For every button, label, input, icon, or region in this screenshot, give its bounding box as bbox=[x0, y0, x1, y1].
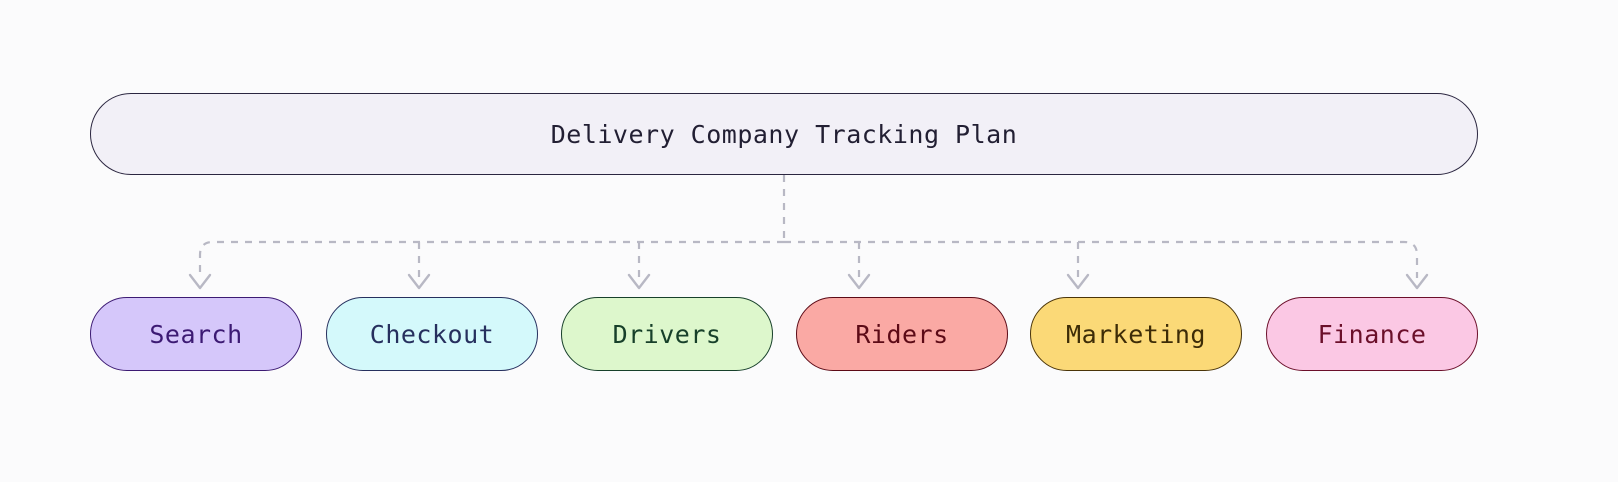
child-node-search[interactable]: Search bbox=[90, 297, 302, 371]
arrowhead-icon-riders bbox=[847, 273, 871, 290]
root-node-label: Delivery Company Tracking Plan bbox=[550, 119, 1018, 149]
arrowhead-icon-drivers bbox=[627, 273, 651, 290]
arrowhead-icon-finance bbox=[1405, 273, 1429, 290]
child-node-label-marketing: Marketing bbox=[1066, 319, 1206, 349]
child-node-finance[interactable]: Finance bbox=[1266, 297, 1478, 371]
child-node-label-drivers: Drivers bbox=[612, 319, 722, 349]
arrowhead-icon-search bbox=[188, 273, 212, 290]
connector-bus-right bbox=[784, 240, 1419, 278]
child-node-riders[interactable]: Riders bbox=[796, 297, 1008, 371]
arrowhead-icon-checkout bbox=[407, 273, 431, 290]
child-node-marketing[interactable]: Marketing bbox=[1030, 297, 1242, 371]
root-node[interactable]: Delivery Company Tracking Plan bbox=[90, 93, 1478, 175]
child-node-label-checkout: Checkout bbox=[369, 319, 495, 349]
child-node-drivers[interactable]: Drivers bbox=[561, 297, 773, 371]
child-node-label-search: Search bbox=[149, 319, 243, 349]
arrowhead-icon-marketing bbox=[1066, 273, 1090, 290]
child-node-label-finance: Finance bbox=[1317, 319, 1427, 349]
child-node-checkout[interactable]: Checkout bbox=[326, 297, 538, 371]
connector-bus-left bbox=[198, 240, 784, 278]
child-node-label-riders: Riders bbox=[855, 319, 949, 349]
